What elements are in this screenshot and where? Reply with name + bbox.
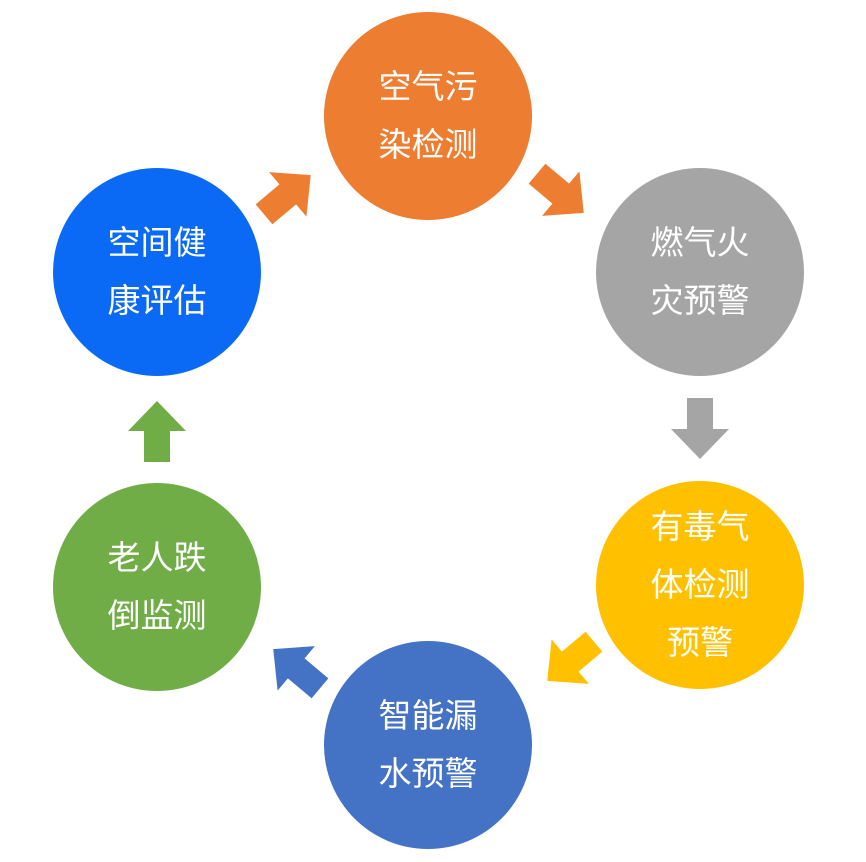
node-label-line: 老人跌 (107, 538, 207, 577)
node-elderly-fall-detection: 老人跌 倒监测 (53, 483, 261, 691)
arrow-icon-orange-down-right (528, 163, 584, 216)
node-label-line: 智能漏 (378, 696, 478, 735)
node-label-line: 空气污 (378, 67, 478, 106)
node-space-health-assessment: 空间健 康评估 (53, 168, 261, 376)
node-label-line: 灾预警 (650, 281, 750, 320)
node-label-line: 有毒气 (650, 507, 750, 546)
node-gas-fire-warning: 燃气火 灾预警 (596, 168, 804, 376)
node-label-line: 预警 (667, 623, 733, 662)
node-label-line: 染检测 (378, 125, 478, 164)
node-label-line: 燃气火 (650, 223, 750, 262)
arrow-icon-gray-down (671, 398, 729, 459)
arrow-icon-orange-up-right (255, 172, 311, 225)
arrow-icon-green-up (128, 401, 186, 462)
node-toxic-gas-warning: 有毒气 体检测 预警 (596, 481, 804, 689)
node-label-line: 空间健 (107, 223, 207, 262)
node-label-line: 水预警 (378, 754, 478, 793)
node-water-leak-warning: 智能漏 水预警 (324, 641, 532, 849)
arrow-icon-yellow-down-left (547, 631, 603, 684)
arrow-icon-blue-up-left (273, 646, 329, 699)
node-label-line: 康评估 (107, 281, 207, 320)
node-label-line: 体检测 (650, 565, 750, 604)
node-air-pollution-detection: 空气污 染检测 (324, 12, 532, 220)
node-label-line: 倒监测 (107, 596, 207, 635)
